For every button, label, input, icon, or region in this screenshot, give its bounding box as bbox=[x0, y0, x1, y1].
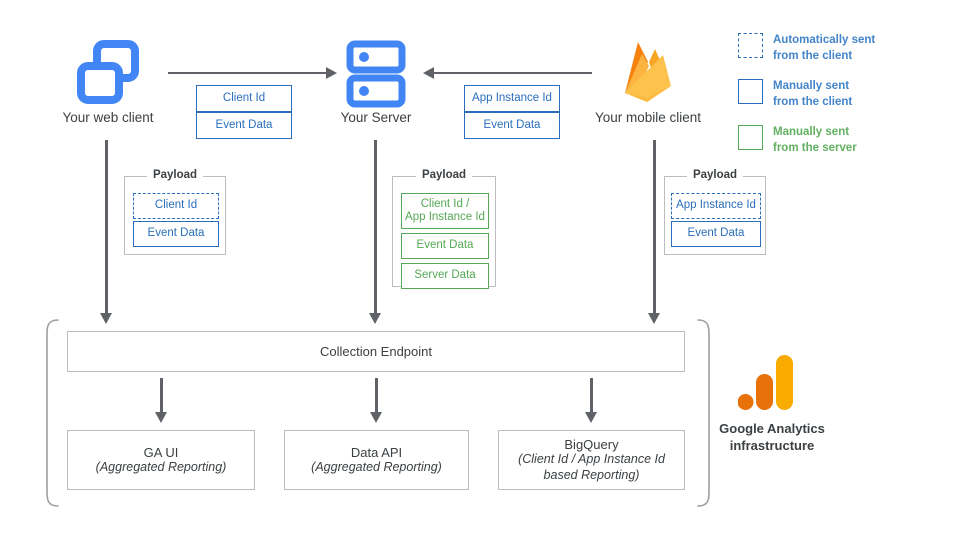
mobile-client-label: Your mobile client bbox=[594, 110, 702, 125]
arrow-mobile-down-line bbox=[653, 140, 656, 314]
output-box-bigquery[interactable]: BigQuery (Client Id / App Instance Id ba… bbox=[498, 430, 685, 490]
output-data-api-title: Data API bbox=[350, 444, 403, 460]
output-data-api-subtitle: (Aggregated Reporting) bbox=[311, 459, 442, 474]
collection-endpoint-label: Collection Endpoint bbox=[319, 344, 433, 359]
server-racks-icon bbox=[346, 40, 406, 108]
legend: Automatically sent from the client Manua… bbox=[738, 33, 948, 156]
server-label: Your Server bbox=[340, 110, 412, 125]
legend-label-manual-server: Manually sent from the server bbox=[773, 126, 857, 154]
payload-web: Payload Client Id Event Data bbox=[124, 169, 226, 255]
legend-item-automatic-client: Automatically sent from the client bbox=[738, 33, 948, 64]
output-box-data-api[interactable]: Data API (Aggregated Reporting) bbox=[284, 430, 469, 490]
arrow-web-down-head bbox=[100, 313, 112, 324]
web-client-label: Your web client bbox=[62, 110, 154, 125]
legend-swatch-solid-blue-icon bbox=[738, 79, 763, 105]
arrow-endpoint-to-data-api-head bbox=[370, 412, 382, 423]
payload-web-item-client-id: Client Id bbox=[133, 193, 219, 219]
payload-web-item-event-data: Event Data bbox=[133, 221, 219, 247]
transfer-chip-client-id: Client Id bbox=[196, 85, 292, 112]
payload-server-item-event-data: Event Data bbox=[401, 233, 489, 259]
transfer-chip-event-data: Event Data bbox=[196, 112, 292, 139]
ga-infrastructure-bracket bbox=[46, 319, 710, 507]
arrow-endpoint-to-ga-ui-line bbox=[160, 378, 163, 413]
payload-server-title: Payload bbox=[415, 169, 473, 181]
arrow-endpoint-to-bigquery-head bbox=[585, 412, 597, 423]
legend-swatch-dashed-icon bbox=[738, 33, 763, 58]
arrow-web-to-server-head bbox=[326, 67, 337, 79]
output-bigquery-title: BigQuery bbox=[564, 436, 619, 452]
arrow-web-to-server-line bbox=[168, 72, 326, 74]
google-analytics-logo bbox=[737, 355, 793, 410]
payload-server-item-ids: Client Id / App Instance Id bbox=[401, 193, 489, 229]
legend-item-manual-server: Manually sent from the server bbox=[738, 125, 948, 156]
server-node bbox=[345, 40, 407, 108]
output-bigquery-subtitle: (Client Id / App Instance Id based Repor… bbox=[518, 451, 665, 482]
arrow-mobile-to-server-line bbox=[434, 72, 592, 74]
payload-mobile-item-event-data: Event Data bbox=[671, 221, 761, 247]
collection-endpoint-box[interactable]: Collection Endpoint bbox=[67, 331, 685, 372]
arrow-endpoint-to-data-api-line bbox=[375, 378, 378, 413]
output-box-ga-ui[interactable]: GA UI (Aggregated Reporting) bbox=[67, 430, 255, 490]
legend-label-manual-client: Manually sent from the client bbox=[773, 80, 853, 108]
browser-windows-icon bbox=[77, 40, 139, 104]
payload-server-item-server-data: Server Data bbox=[401, 263, 489, 289]
legend-swatch-solid-green-icon bbox=[738, 125, 763, 151]
arrow-mobile-down-head bbox=[648, 313, 660, 324]
arrow-endpoint-to-ga-ui-head bbox=[155, 412, 167, 423]
firebase-flame-icon bbox=[625, 42, 671, 102]
payload-mobile-item-app-instance-id: App Instance Id bbox=[671, 193, 761, 219]
output-ga-ui-subtitle: (Aggregated Reporting) bbox=[95, 459, 227, 474]
arrow-endpoint-to-bigquery-line bbox=[590, 378, 593, 413]
arrow-server-down-line bbox=[374, 140, 377, 314]
transfer-chip-app-instance-id: App Instance Id bbox=[464, 85, 560, 112]
payload-server: Payload Client Id / App Instance Id Even… bbox=[392, 169, 496, 289]
legend-label-automatic-client: Automatically sent from the client bbox=[773, 34, 876, 62]
output-ga-ui-title: GA UI bbox=[143, 444, 179, 460]
arrow-web-down-line bbox=[105, 140, 108, 314]
payload-mobile: Payload App Instance Id Event Data bbox=[664, 169, 766, 255]
web-client-node bbox=[72, 36, 144, 108]
arrow-mobile-to-server-head bbox=[423, 67, 434, 79]
legend-item-manual-client: Manually sent from the client bbox=[738, 79, 948, 110]
google-analytics-logo-wrap bbox=[737, 352, 806, 414]
ga-infrastructure-label: Google Analytics infrastructure bbox=[719, 421, 825, 453]
transfer-chip-event-data-mobile: Event Data bbox=[464, 112, 560, 139]
payload-web-title: Payload bbox=[146, 169, 204, 181]
mobile-client-node bbox=[616, 36, 680, 108]
payload-mobile-title: Payload bbox=[686, 169, 744, 181]
arrow-server-down-head bbox=[369, 313, 381, 324]
